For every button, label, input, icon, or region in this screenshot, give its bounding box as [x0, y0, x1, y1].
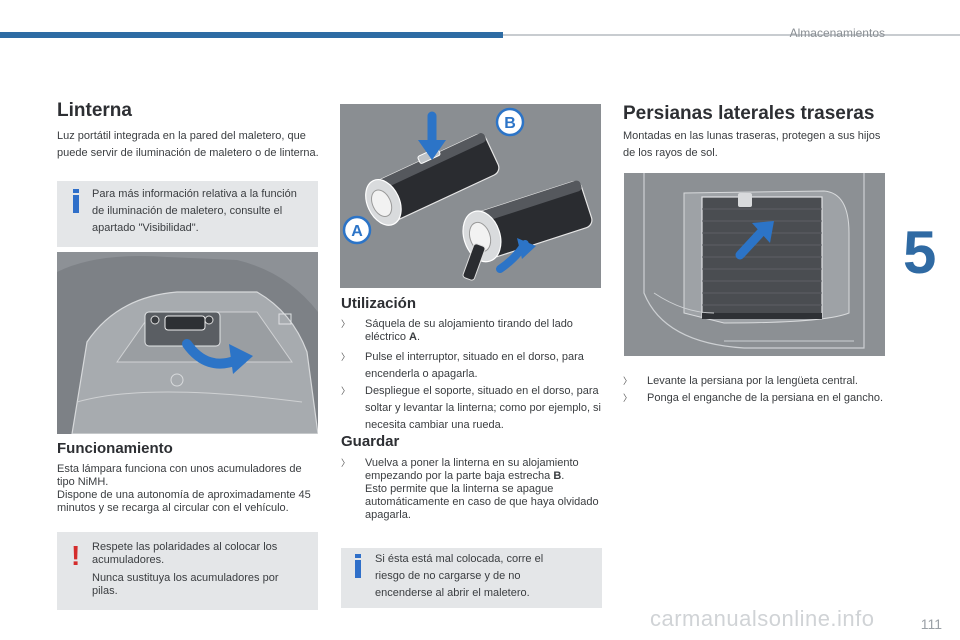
funcionamiento-p1: Esta lámpara funciona con unos acumulado…	[57, 463, 302, 488]
page-number: 111	[920, 616, 942, 632]
bullet-marker-icon: 〉	[341, 319, 351, 329]
funcionamiento-title: Funcionamiento	[57, 440, 173, 457]
watermark: carmanualsonline.info	[650, 606, 875, 631]
funcionamiento-p2: Dispone de una autonomía de aproximadame…	[57, 489, 311, 514]
flashlight-illustration: A B	[340, 104, 601, 288]
guardar-item: 〉Vuelva a poner la linterna en su alojam…	[341, 457, 599, 521]
persianas-list: 〉Levante la persiana por la lengüeta cen…	[623, 373, 888, 407]
guardar-info-text: Si ésta está mal colocada, corre el ries…	[375, 553, 544, 599]
warning-p1: Respete las polaridades al colocar los a…	[92, 541, 278, 566]
warning-icon: !	[71, 540, 81, 571]
chapter-number: 5	[903, 219, 937, 286]
label-a: A	[351, 223, 363, 240]
persianas-intro: Montadas en las lunas traseras, protegen…	[623, 130, 881, 159]
info-note-box: Para más información relativa a la funci…	[57, 181, 318, 247]
persianas-title: Persianas laterales traseras	[623, 103, 875, 124]
info-note-text: Para más información relativa a la funci…	[92, 188, 297, 234]
sunblind-illustration	[624, 173, 885, 356]
bullet-marker-icon: 〉	[623, 393, 633, 403]
info-icon	[73, 189, 79, 213]
utilizacion-title: Utilización	[341, 295, 417, 312]
utilizacion-item: 〉Pulse el interruptor, situado en el dor…	[341, 351, 584, 380]
linterna-title: Linterna	[57, 100, 132, 121]
trunk-lamp-drawing	[57, 252, 318, 434]
header-accent-bar	[0, 32, 503, 38]
bullet-marker-icon: 〉	[623, 376, 633, 386]
info-note-box: Si ésta está mal colocada, corre el ries…	[341, 548, 602, 608]
trunk-lamp-illustration	[57, 252, 318, 434]
guardar-title: Guardar	[341, 433, 400, 450]
header-rule	[503, 34, 960, 36]
warning-box: ! Respete las polaridades al colocar los…	[57, 532, 318, 610]
linterna-intro: Luz portátil integrada en la pared del m…	[57, 130, 319, 159]
warning-p2: Nunca sustituya los acumuladores por pil…	[92, 572, 279, 597]
bullet-marker-icon: 〉	[341, 386, 351, 396]
bullet-marker-icon: 〉	[341, 352, 351, 362]
flashlight-drawing: A B	[340, 104, 601, 288]
utilizacion-item: 〉Despliegue el soporte, situado en el do…	[341, 385, 601, 431]
persianas-item: 〉Ponga el enganche de la persiana en el …	[623, 390, 888, 407]
utilizacion-item: 〉Sáquela de su alojamiento tirando del l…	[341, 318, 573, 343]
label-b: B	[504, 115, 516, 132]
bullet-marker-icon: 〉	[341, 458, 351, 468]
sunblind-drawing	[624, 173, 885, 356]
persianas-item: 〉Levante la persiana por la lengüeta cen…	[623, 373, 888, 390]
info-icon	[355, 554, 361, 578]
section-title: Almacenamientos	[789, 26, 885, 40]
utilizacion-list: 〉Sáquela de su alojamiento tirando del l…	[341, 318, 603, 434]
